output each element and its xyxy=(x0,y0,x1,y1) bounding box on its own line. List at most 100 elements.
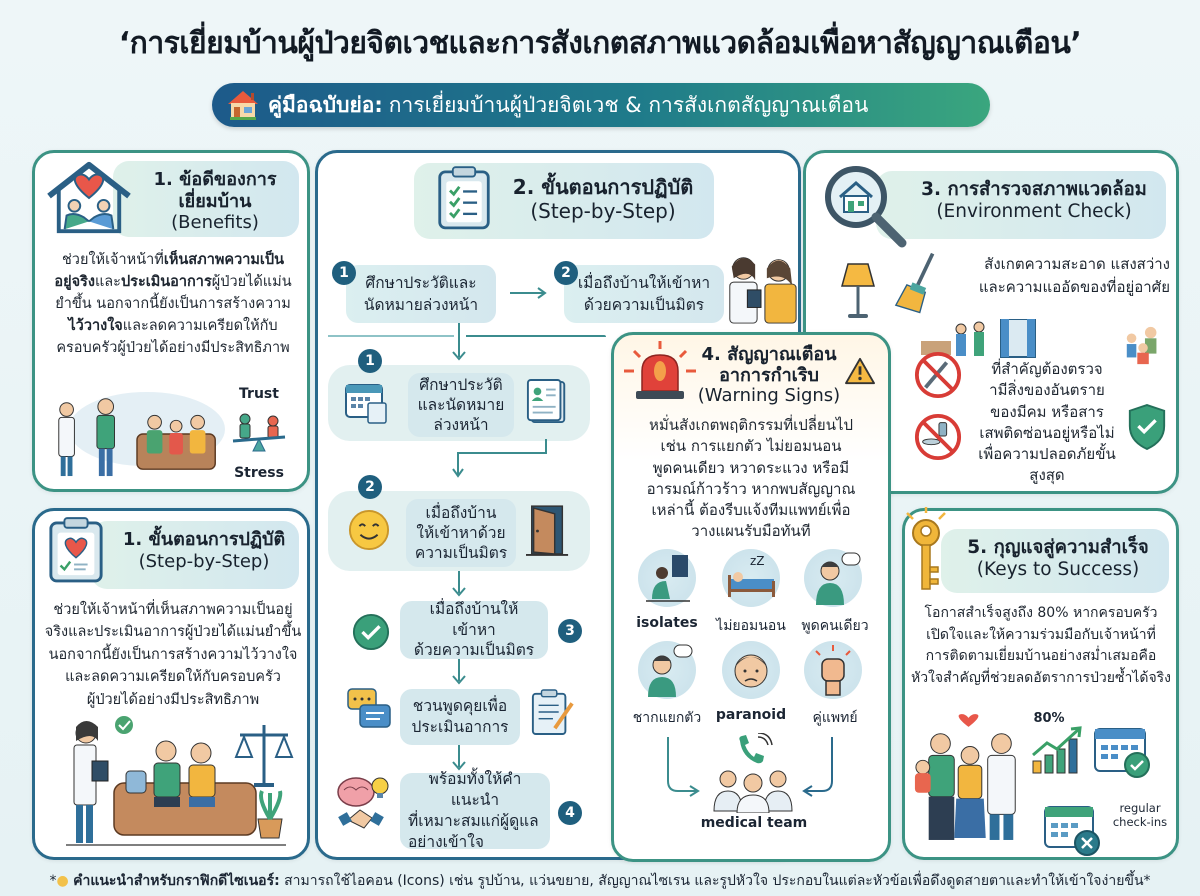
top-step-2-number: 2 xyxy=(554,261,578,285)
flow-step-5-number: 4 xyxy=(558,801,582,825)
arrow-down-icon xyxy=(452,761,466,771)
phone-icon xyxy=(739,733,773,764)
sign-label-paranoid: paranoid xyxy=(715,707,787,723)
divider-right xyxy=(466,335,606,337)
flow-arrows xyxy=(667,737,833,797)
group-people-icon xyxy=(1126,326,1157,365)
siren-icon xyxy=(624,341,696,399)
magnifier-house-icon xyxy=(825,166,907,248)
balance-seesaw-icon xyxy=(232,413,286,452)
steps-summary-body: ช่วยให้เจ้าหน้าที่เห็นสภาพความเป็นอยู่ จ… xyxy=(44,602,302,708)
shield-check-icon xyxy=(1128,404,1166,450)
lightbulb-icon: ● xyxy=(56,873,69,889)
flow-step-1-text: ศึกษาประวัติ และนัดหมาย ล่วงหน้า xyxy=(408,373,514,437)
calendar-check-icon xyxy=(1094,728,1150,778)
warning-triangle-icon xyxy=(845,357,875,385)
connector-line xyxy=(458,571,460,593)
broom-icon xyxy=(894,252,935,314)
stress-label: Stress xyxy=(234,465,284,481)
clipboard-heart-icon xyxy=(49,517,103,583)
flow-step-2-text: เมื่อถึงบ้าน ให้เข้าหาด้วย ความเป็นมิตร xyxy=(406,499,516,567)
step-by-step-title: 2. ขั้นตอนการปฏิบัติ (Step-by-Step) xyxy=(512,175,694,223)
keys-title: 5. กุญแจสู่ความสำเร็จ (Keys to Success) xyxy=(967,537,1149,581)
banner-text: การเยี่ยมบ้านผู้ป่วยจิตเวช & การสังเกตสั… xyxy=(388,92,869,117)
medical-team-label: medical team xyxy=(700,815,808,831)
arrow-down-icon xyxy=(452,675,466,685)
house-icon xyxy=(228,91,258,120)
connector-elbow xyxy=(452,439,547,478)
environment-body: สังเกตความสะอาด แสงสว่าง และความแออัดของ… xyxy=(978,255,1170,297)
smiley-icon xyxy=(348,509,390,551)
steps-summary-card: 1. ขั้นตอนการปฏิบัติ (Step-by-Step) ช่วย… xyxy=(32,508,310,860)
clipboard-pen-icon xyxy=(531,689,574,735)
flow-step-3-number: 3 xyxy=(558,619,582,643)
house-heart-icon xyxy=(47,161,131,234)
sign-label-isolates: isolates xyxy=(636,615,698,631)
chat-bubbles-icon xyxy=(347,688,391,728)
environment-card: 3. การสำรวจสภาพแวดล้อม (Environment Chec… xyxy=(803,150,1179,494)
trust-label: Trust xyxy=(239,386,279,402)
sign-label-talking-alone: พูดคนเดียว xyxy=(801,618,869,634)
subtitle-banner: คู่มือฉบับย่อ: การเยี่ยมบ้านผู้ป่วยจิตเว… xyxy=(212,83,990,127)
door-icon xyxy=(526,505,569,556)
checkin-label: regular check-ins xyxy=(1112,801,1168,830)
top-step-1: ศึกษาประวัติและ นัดหมายล่วงหน้า xyxy=(346,265,496,323)
family-doctor-illustration xyxy=(914,714,1016,840)
worried-face xyxy=(734,654,768,688)
sign-label-withdrawn: ชากแยกตัว xyxy=(632,710,702,726)
medical-team-icon xyxy=(713,770,793,813)
warning-title: 4. สัญญาณเตือน อาการกำเริบ (Warning Sign… xyxy=(697,344,841,407)
page-title: ‘การเยี่ยมบ้านผู้ป่วยจิตเวชและการสังเกตส… xyxy=(118,26,1082,61)
benefits-card: 1. ข้อดีของการเยี่ยมบ้าน (Benefits) ช่วย… xyxy=(32,150,310,492)
no-knife-icon xyxy=(914,351,962,399)
sign-label-no-sleep: ไม่ยอมนอน xyxy=(716,618,786,634)
counseling-illustration xyxy=(66,716,294,846)
checklist-clipboard-icon xyxy=(438,166,490,230)
benefits-title: 1. ข้อดีของการเยี่ยมบ้าน (Benefits) xyxy=(153,169,277,234)
top-step-2: เมื่อถึงบ้านให้เข้าหา ด้วยความเป็นมิตร xyxy=(564,265,724,323)
sign-label-aggressive: คู่แพทย์ xyxy=(812,710,858,726)
flow-step-1-number: 1 xyxy=(358,349,382,373)
banner-strong: คู่มือฉบับย่อ: xyxy=(268,92,383,117)
brain-handshake-icon xyxy=(337,777,389,829)
arrow-down-icon xyxy=(452,587,466,597)
keys-body: โอกาสสำเร็จสูงถึง 80% หากครอบครัว เปิดใจ… xyxy=(910,605,1172,687)
key-icon xyxy=(906,507,946,590)
check-circle-icon xyxy=(352,613,390,651)
crowded-room-illustration xyxy=(921,319,1036,358)
connector-line xyxy=(458,659,460,681)
success-rate-label: 80% xyxy=(1033,711,1065,726)
keys-to-success-card: 5. กุญแจสู่ความสำเร็จ (Keys to Success) … xyxy=(902,507,1179,860)
calendar-cancel-icon xyxy=(1044,806,1100,856)
environment-title: 3. การสำรวจสภาพแวดล้อม (Environment Chec… xyxy=(921,179,1147,223)
designer-note: *● คำแนะนำสำหรับกราฟิกดีไซเนอร์: สามารถใ… xyxy=(49,873,1151,889)
environment-safety-text: ที่สำคัญต้องตรวจ ามีสิ่งของอันตราย ของมี… xyxy=(978,360,1116,485)
person-talking-figure xyxy=(648,644,693,697)
top-step-1-number: 1 xyxy=(332,261,356,285)
arrow-right-icon xyxy=(510,287,547,299)
flow-step-4-text: ชวนพูดคุยเพื่อ ประเมินอาการ xyxy=(400,689,520,745)
bed-figure: zZ xyxy=(728,554,775,597)
svg-text:zZ: zZ xyxy=(750,554,765,568)
sleeping-person-icon xyxy=(722,549,780,607)
warning-body: หมั่นสังเกตพฤติกรรมที่เปลี่ยนไป เช่น การ… xyxy=(646,416,856,541)
connector-line xyxy=(458,323,460,357)
steps-summary-title: 1. ขั้นตอนการปฏิบัติ (Step-by-Step) xyxy=(122,529,286,572)
fist-figure xyxy=(815,645,851,696)
no-drugs-icon xyxy=(914,413,962,461)
flow-step-2-number: 2 xyxy=(358,475,382,499)
profile-document-icon xyxy=(526,379,566,424)
flow-step-5-text: พร้อมทั้งให้คำแนะนำ ที่เหมาะสมแก่ผู้ดูแล… xyxy=(400,770,550,851)
calendar-icon xyxy=(345,384,387,424)
benefits-body: ช่วยให้เจ้าหน้าที่เห็นสภาพความเป็น อยู่จ… xyxy=(54,252,292,357)
lamp-icon xyxy=(841,263,875,318)
doctor-patient-illustration xyxy=(729,257,797,324)
arrow-down-icon xyxy=(452,351,466,361)
divider-left xyxy=(328,335,454,337)
growth-chart-icon xyxy=(1032,726,1082,774)
flow-step-3-text: เมื่อถึงบ้านให้เข้าหา ด้วยความเป็นมิตร xyxy=(400,600,548,659)
warning-signs-card: 4. สัญญาณเตือน อาการกำเริบ (Warning Sign… xyxy=(611,332,891,862)
talking-figure xyxy=(816,552,861,605)
family-visit-illustration xyxy=(58,391,225,477)
isolated-figure xyxy=(646,555,690,602)
